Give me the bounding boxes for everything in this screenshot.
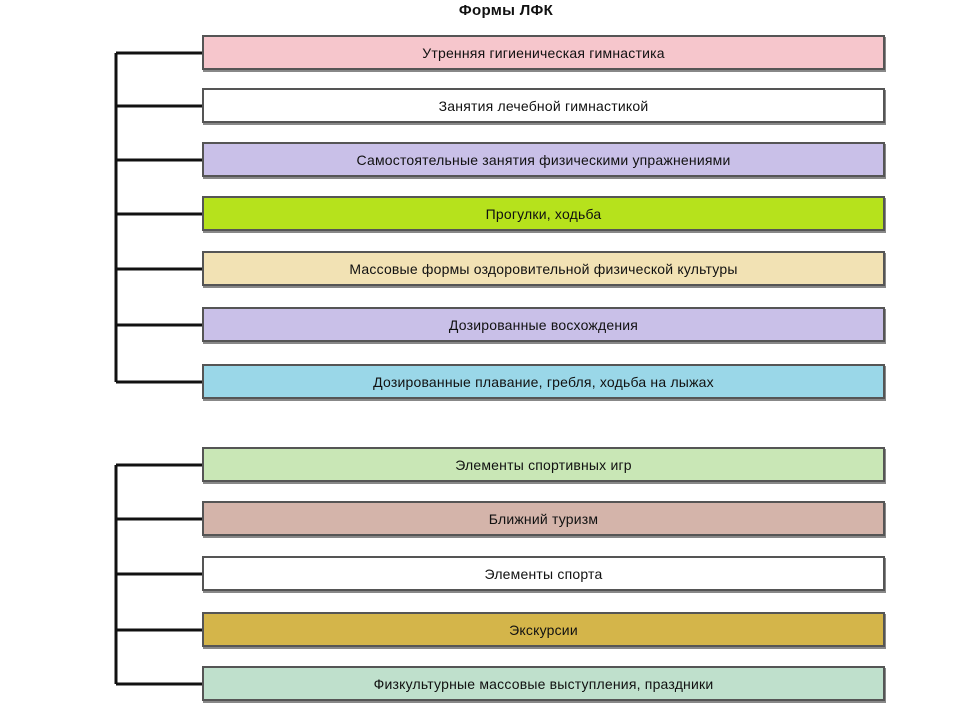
form-box-label: Физкультурные массовые выступления, праз… [373,675,714,692]
form-box-dosed-climbing: Дозированные восхождения [202,307,885,342]
form-box-morning-gymnastics: Утренняя гигиеническая гимнастика [202,35,885,70]
form-box-label: Занятия лечебной гимнастикой [438,97,649,114]
form-box-label: Элементы спортивных игр [455,456,632,473]
diagram-title: Формы ЛФК [458,2,554,19]
group2-bracket [114,463,202,686]
form-box-label: Массовые формы оздоровительной физическо… [349,260,738,277]
form-box-label: Прогулки, ходьба [485,205,602,222]
form-box-therapeutic-gymnastics: Занятия лечебной гимнастикой [202,88,885,123]
form-box-dosed-swimming-rowing-skiing: Дозированные плавание, гребля, ходьба на… [202,364,885,399]
form-box-mass-health-culture: Массовые формы оздоровительной физическо… [202,251,885,286]
form-box-near-tourism: Ближний туризм [202,501,885,536]
form-box-label: Дозированные восхождения [448,316,639,333]
form-box-independent-exercise: Самостоятельные занятия физическими упра… [202,142,885,177]
group1-bracket [114,51,202,384]
form-box-label: Элементы спорта [484,565,603,582]
form-box-label: Самостоятельные занятия физическими упра… [356,151,731,168]
form-box-label: Экскурсии [509,621,578,638]
form-box-walks: Прогулки, ходьба [202,196,885,231]
form-box-sport-games: Элементы спортивных игр [202,447,885,482]
form-box-sport-elements: Элементы спорта [202,556,885,591]
form-box-excursions: Экскурсии [202,612,885,647]
form-box-label: Утренняя гигиеническая гимнастика [422,44,665,61]
form-box-mass-performances: Физкультурные массовые выступления, праз… [202,666,885,701]
form-box-label: Дозированные плавание, гребля, ходьба на… [373,373,714,390]
form-box-label: Ближний туризм [488,510,599,527]
